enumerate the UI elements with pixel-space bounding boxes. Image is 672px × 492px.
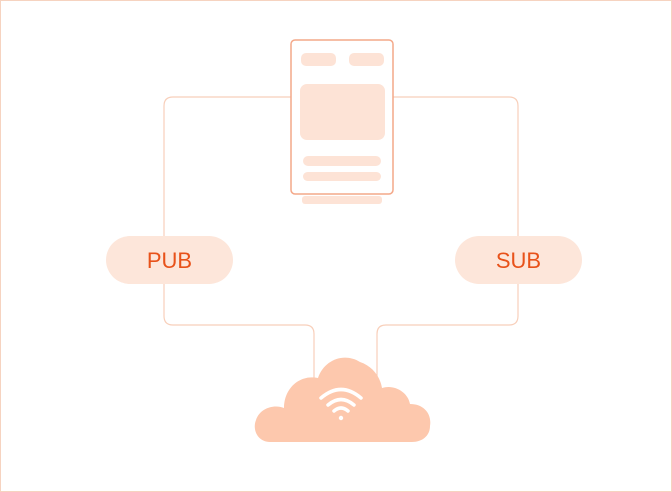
- pub-label: PUB: [147, 248, 192, 273]
- pub-node: PUB: [106, 236, 233, 284]
- wifi-icon: [319, 387, 363, 421]
- pub-to-cloud-line: [163, 282, 315, 380]
- sub-to-cloud-line: [376, 282, 519, 380]
- device-icon: [290, 39, 394, 204]
- sub-label: SUB: [496, 248, 541, 273]
- sub-node: SUB: [455, 236, 582, 284]
